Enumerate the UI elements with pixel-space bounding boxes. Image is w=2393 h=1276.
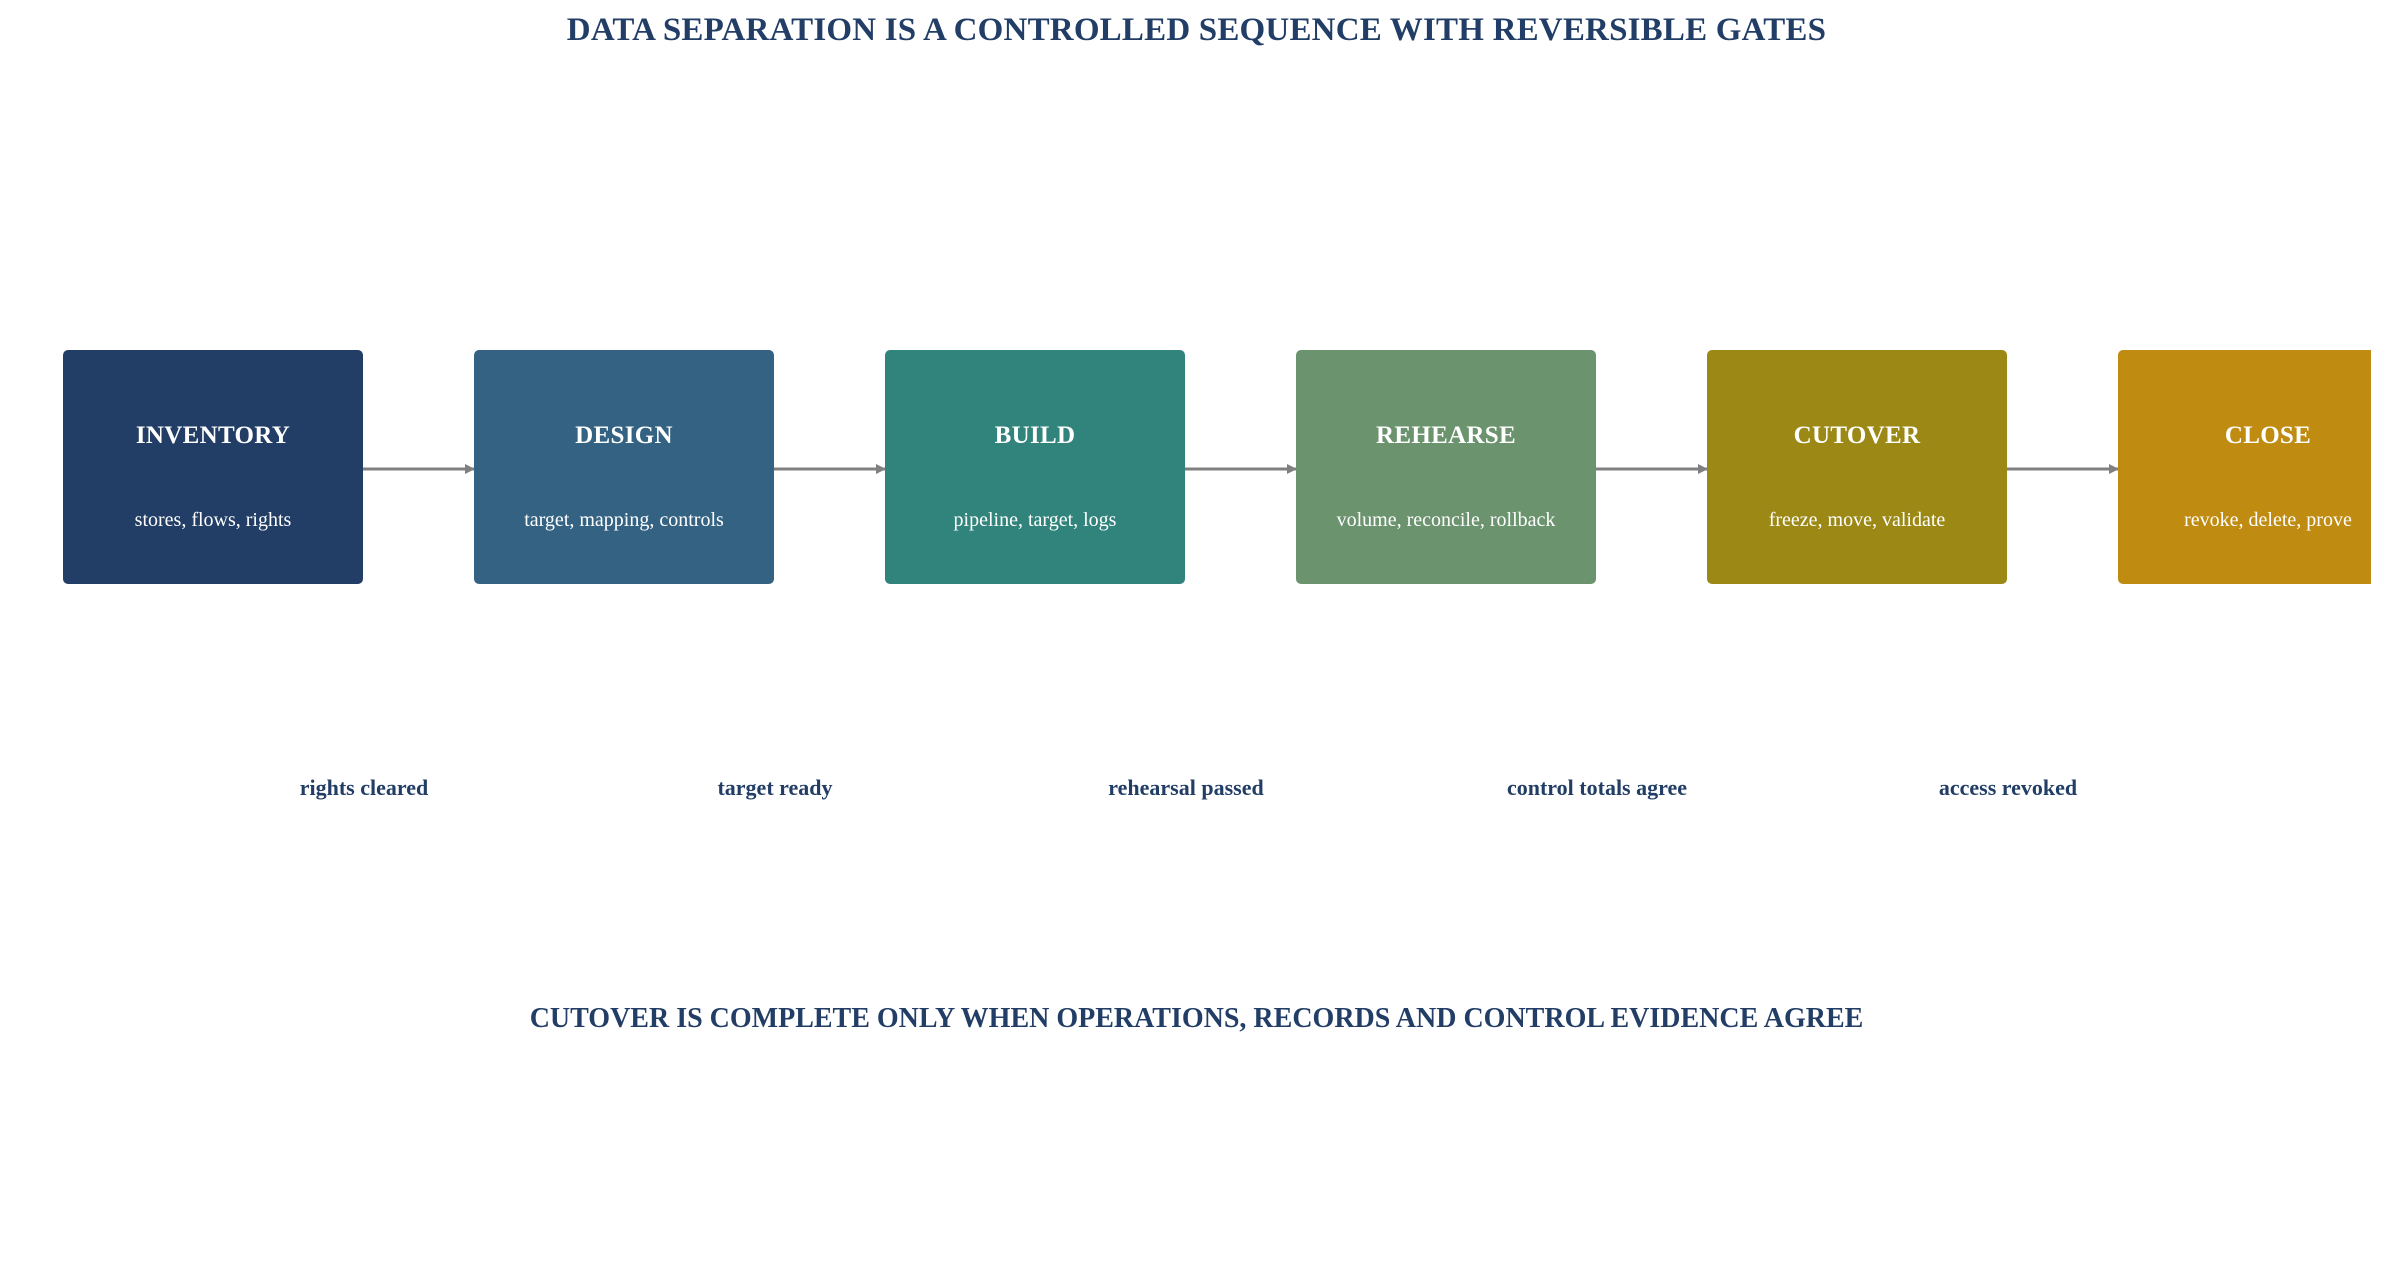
stage-design: DESIGN target, mapping, controls xyxy=(474,350,774,584)
stage-close: CLOSE revoke, delete, prove xyxy=(2118,350,2371,584)
diagram-title: DATA SEPARATION IS A CONTROLLED SEQUENCE… xyxy=(566,12,1827,48)
stage-close-title: CLOSE xyxy=(2224,422,2312,449)
diagram-footer: CUTOVER IS COMPLETE ONLY WHEN OPERATIONS… xyxy=(529,1003,1864,1034)
stage-inventory-detail: stores, flows, rights xyxy=(134,509,292,531)
stage-close-detail: revoke, delete, prove xyxy=(2184,509,2352,531)
gate-label-5: access revoked xyxy=(1938,775,2078,800)
stage-cutover-detail: freeze, move, validate xyxy=(1768,509,1946,531)
stage-cutover: CUTOVER freeze, move, validate xyxy=(1707,350,2007,584)
gate-label-4: control totals agree xyxy=(1506,775,1688,800)
gate-label-3: rehearsal passed xyxy=(1108,775,1264,800)
stage-design-detail: target, mapping, controls xyxy=(524,509,724,531)
stage-build-title: BUILD xyxy=(994,422,1076,449)
gate-label-1: rights cleared xyxy=(299,775,429,800)
stage-inventory-title: INVENTORY xyxy=(135,422,291,449)
stage-rehearse: REHEARSE volume, reconcile, rollback xyxy=(1296,350,1596,584)
stage-rehearse-title: REHEARSE xyxy=(1376,422,1516,449)
stage-cutover-title: CUTOVER xyxy=(1793,422,1921,449)
stage-design-title: DESIGN xyxy=(575,422,673,449)
stage-build-detail: pipeline, target, logs xyxy=(953,509,1117,531)
stage-inventory: INVENTORY stores, flows, rights xyxy=(63,350,363,584)
gate-label-2: target ready xyxy=(717,775,833,800)
stage-rehearse-detail: volume, reconcile, rollback xyxy=(1336,509,1556,531)
stage-build: BUILD pipeline, target, logs xyxy=(885,350,1185,584)
